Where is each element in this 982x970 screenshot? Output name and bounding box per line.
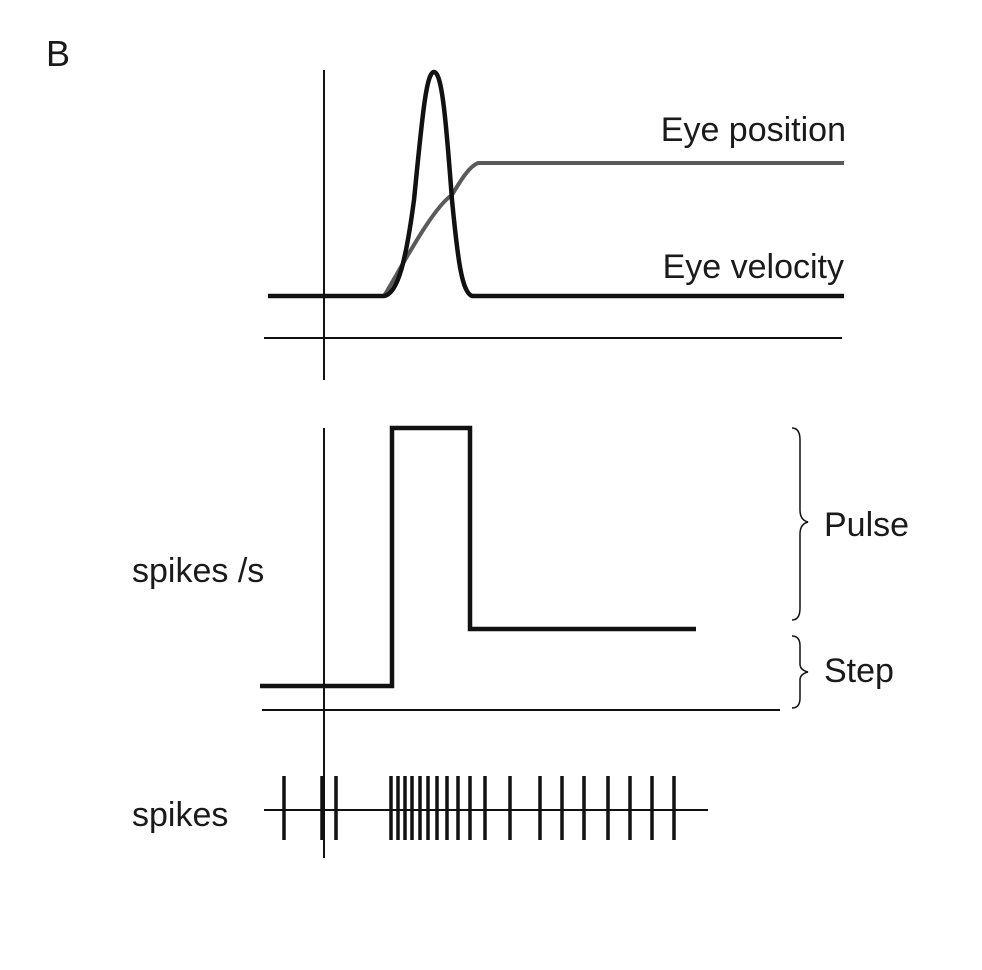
eye-position-label: Eye position: [661, 111, 846, 149]
middle-plot: spikes /s Pulse Step: [132, 425, 909, 858]
eye-velocity-label: Eye velocity: [663, 248, 844, 286]
pulse-brace: [791, 427, 809, 621]
pulse-label: Pulse: [824, 506, 909, 544]
spikes-per-second-label: spikes /s: [132, 552, 264, 590]
eye-velocity-trace: [268, 69, 844, 299]
step-label: Step: [824, 652, 894, 690]
top-plot: Eye position Eye velocity: [264, 69, 846, 380]
spike-train: spikes: [132, 776, 708, 840]
firing-rate-trace: [260, 425, 696, 689]
panel-label: B: [46, 33, 70, 74]
step-brace: [791, 635, 809, 709]
spikes-label: spikes: [132, 796, 228, 834]
